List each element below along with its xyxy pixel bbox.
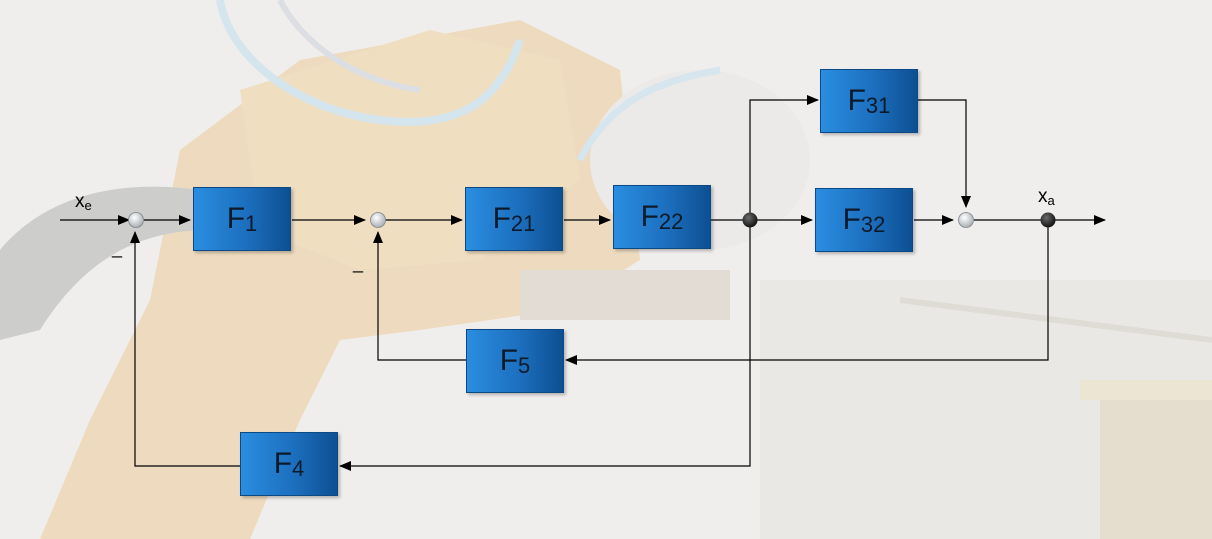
wire-f31-to-sum3 (918, 99, 971, 208)
block-f31-subscript: 31 (865, 93, 891, 118)
summing-junction-3 (958, 212, 974, 228)
output-signal-subscript: a (1047, 193, 1055, 208)
wire-branch-to-f4 (339, 227, 751, 471)
block-f4-subscript: 4 (292, 456, 305, 481)
output-signal-label: xa (1038, 186, 1055, 208)
block-f1-name: F (226, 202, 246, 235)
branch-point-1 (742, 212, 758, 228)
block-f22-name: F (640, 200, 659, 233)
input-signal-label: xe (75, 191, 92, 213)
block-f31-name: F (847, 84, 866, 117)
input-signal-subscript: e (84, 198, 92, 213)
block-f32-subscript: 32 (860, 212, 886, 237)
block-f21-subscript: 21 (510, 211, 536, 236)
summing-junction-2 (370, 212, 386, 228)
wire-out-to-f5 (565, 227, 1049, 365)
block-f5-subscript: 5 (518, 353, 531, 378)
block-f32-name: F (842, 203, 861, 236)
output-signal-name: x (1038, 186, 1048, 207)
block-f21-name: F (492, 202, 511, 235)
sum1-minus-sign: _ (112, 238, 123, 258)
block-f4-name: F (273, 447, 293, 480)
summing-junction-1 (128, 212, 144, 228)
sum2-minus-sign: _ (353, 253, 364, 273)
wire-f4-to-sum1 (130, 231, 240, 467)
block-f5-name: F (499, 344, 519, 377)
input-signal-name: x (75, 191, 85, 212)
block-f1-subscript: 1 (245, 211, 258, 236)
block-f22-subscript: 22 (658, 209, 684, 234)
wire-f5-to-sum2 (373, 231, 466, 361)
branch-point-2 (1040, 212, 1056, 228)
wire-branch-to-f31 (749, 95, 819, 213)
